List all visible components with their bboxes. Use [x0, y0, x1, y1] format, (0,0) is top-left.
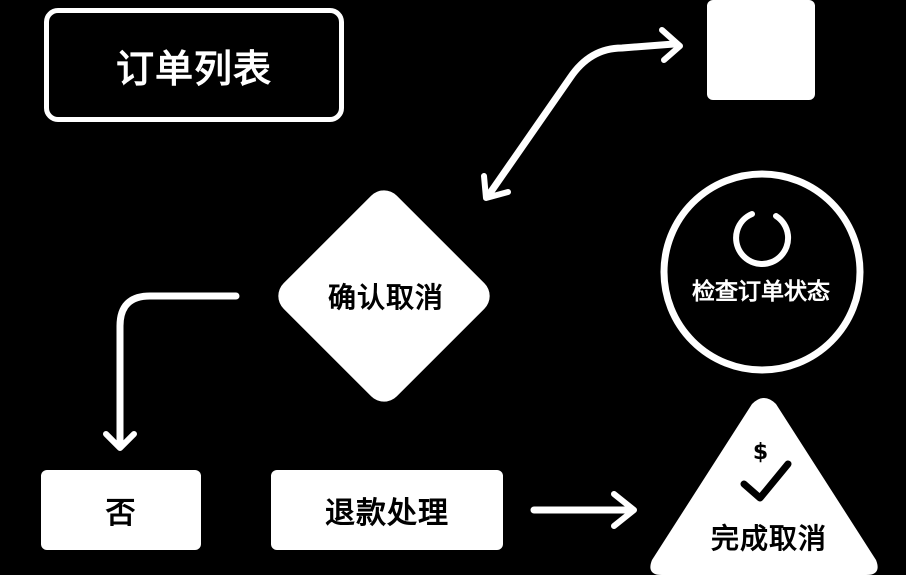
order-list-node: 订单列表 — [44, 8, 344, 122]
loading-ring-icon — [733, 211, 792, 267]
arrow-head-to-diamond — [481, 173, 511, 201]
top-right-box — [707, 0, 815, 100]
arrow-head-top-right — [659, 27, 683, 63]
check-status-label: 检查订单状态 — [692, 279, 830, 305]
arrow-head-to-complete — [611, 491, 637, 529]
check-status-circle — [660, 170, 864, 374]
confirm-cancel-label: 确认取消 — [327, 281, 444, 314]
dollar-sign: $ — [752, 439, 770, 465]
confirm-cancel-diamond — [278, 190, 490, 402]
checkmark-icon — [740, 460, 792, 502]
refund-label: 退款处理 — [325, 496, 449, 531]
no-label: 否 — [105, 496, 137, 531]
complete-cancel-label: 完成取消 — [710, 522, 827, 555]
arrow-to-top-box — [484, 40, 678, 200]
refund-node — [271, 470, 503, 550]
complete-cancel-triangle — [650, 398, 878, 575]
arrow-head-to-no — [103, 431, 137, 451]
no-node — [41, 470, 201, 550]
arrow-to-no — [116, 292, 240, 446]
